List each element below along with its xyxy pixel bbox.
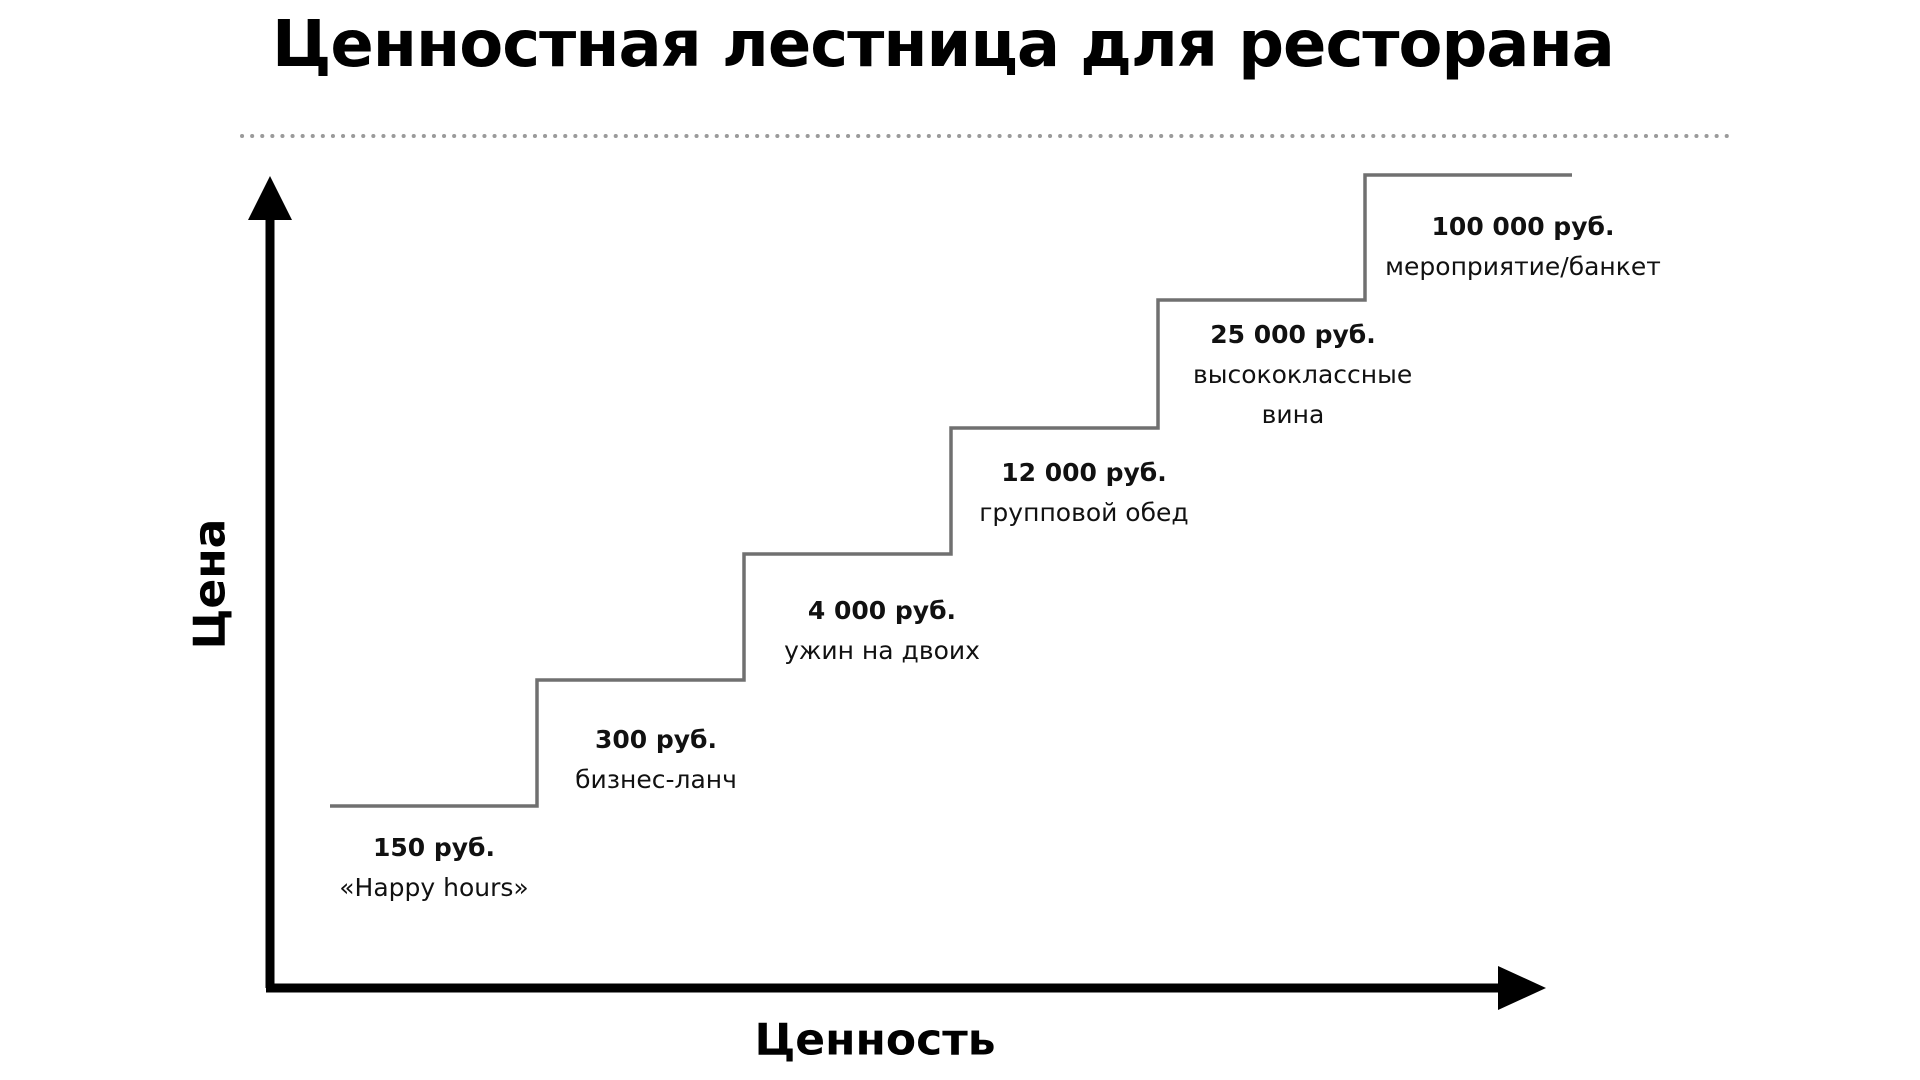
step-3-price: 4 000 руб. [807,596,957,625]
step-2-price: 300 руб. [594,725,718,754]
step-4-description: групповой обед [979,498,1189,527]
step-3-label: 4 000 руб. ужин на двоих [762,591,1002,671]
step-1-label: 150 руб. «Happy hours» [314,828,554,908]
step-2-description: бизнес-ланч [575,765,737,794]
step-5-price: 25 000 руб. [1210,320,1376,349]
x-axis-arrowhead [1498,966,1546,1010]
x-axis-label: Ценность [754,1014,996,1066]
step-4-price: 12 000 руб. [1001,458,1167,487]
step-5-label: 25 000 руб. высококлассные вина [1193,315,1413,435]
step-6-label: 100 000 руб. мероприятие/банкет [1363,207,1683,287]
step-1-description: «Happy hours» [339,873,529,902]
step-4-label: 12 000 руб. групповой обед [964,453,1204,533]
step-2-label: 300 руб. бизнес-ланч [536,720,776,800]
value-staircase [330,173,1572,808]
step-6-price: 100 000 руб. [1431,212,1615,241]
step-3-description: ужин на двоих [784,636,980,665]
diagram-title: Ценностная лестница для ресторана [272,8,1615,82]
step-1-price: 150 руб. [372,833,496,862]
y-axis-arrowhead [248,176,292,220]
step-6-description: мероприятие/банкет [1385,252,1661,281]
y-axis-label: Цена [184,518,236,650]
step-5-description: высококлассные вина [1193,360,1413,429]
